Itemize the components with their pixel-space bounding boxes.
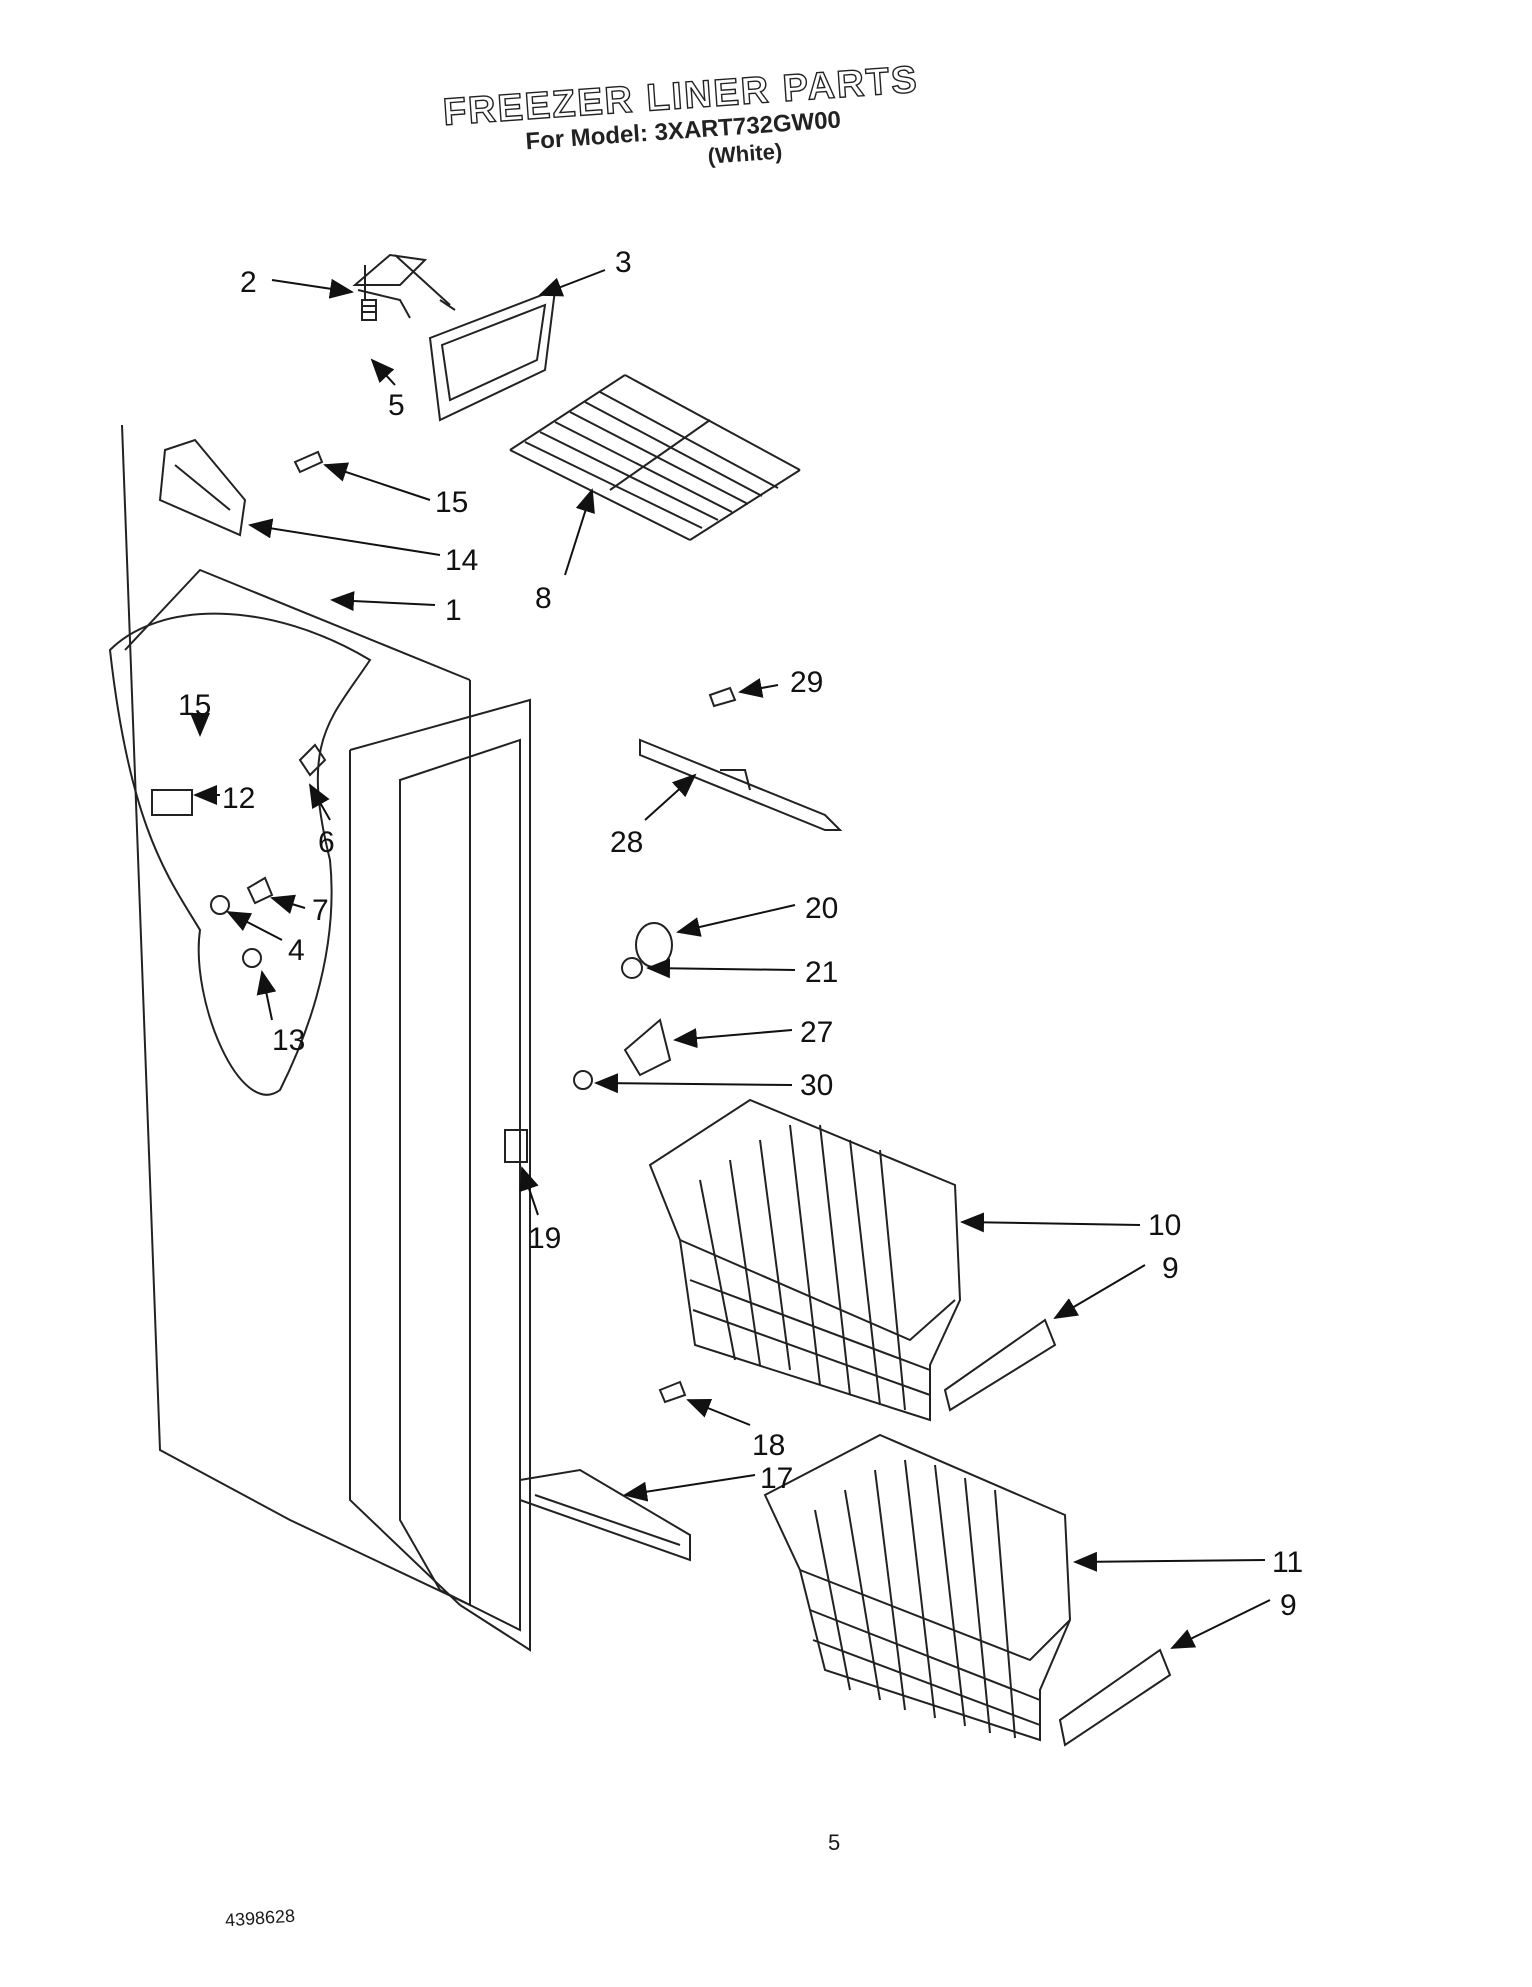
part-27-hinge-bracket: [623, 1018, 672, 1077]
part-9-lower-trim: [1058, 1648, 1172, 1747]
leader-3: [538, 269, 606, 297]
part-6-clip: [298, 743, 327, 777]
leader-30: [594, 1073, 793, 1094]
leader-1: [330, 591, 436, 612]
part-28-rail: [639, 738, 843, 831]
leader-19: [519, 1166, 539, 1216]
part-5-screw: [361, 299, 377, 321]
callout-3: 3: [615, 246, 632, 279]
callout-17: 17: [760, 1462, 793, 1495]
callout-6: 6: [318, 826, 335, 859]
callout-21: 21: [805, 956, 838, 989]
part-12-bracket: [151, 789, 193, 816]
callout-5: 5: [388, 389, 405, 422]
leader-17: [623, 1474, 756, 1502]
callout-7: 7: [312, 894, 329, 927]
leader-29: [738, 678, 779, 698]
callout-9-lower: 9: [1280, 1589, 1297, 1622]
leader-11: [1073, 1551, 1266, 1572]
part-30-screw: [573, 1070, 593, 1090]
part-17-grille: [519, 1468, 691, 1562]
leader-20: [676, 904, 796, 937]
part-18-screw: [658, 1380, 687, 1404]
callout-19: 19: [528, 1222, 561, 1255]
part-19-switch: [504, 1129, 528, 1163]
leader-28: [644, 773, 697, 821]
callout-30: 30: [800, 1069, 833, 1102]
leader-8: [564, 488, 595, 576]
callout-2: 2: [240, 266, 257, 299]
callout-18: 18: [752, 1429, 785, 1462]
part-11-basket: [763, 1433, 1072, 1742]
part-29-screw: [708, 686, 737, 708]
leader-7: [270, 894, 306, 914]
callout-9-upper: 9: [1162, 1252, 1179, 1285]
leader-4: [226, 911, 283, 941]
callout-15-lower: 15: [178, 689, 211, 722]
part-20-hinge-cover: [635, 922, 673, 968]
page-number: 5: [828, 1830, 841, 1855]
callout-1: 1: [445, 594, 462, 627]
leader-13: [256, 970, 277, 1021]
part-9-upper-trim: [943, 1318, 1057, 1412]
part-13-plug: [242, 948, 262, 968]
callout-27: 27: [800, 1016, 833, 1049]
part-7-clip: [246, 876, 274, 905]
leader-27: [673, 1028, 793, 1049]
callout-13: 13: [272, 1024, 305, 1057]
leader-9b: [1170, 1599, 1271, 1649]
leader-14: [248, 518, 441, 556]
callout-15: 15: [435, 486, 468, 519]
callout-10: 10: [1148, 1209, 1181, 1242]
part-4-screw: [210, 895, 230, 915]
callout-4: 4: [288, 934, 305, 967]
leader-18: [686, 1398, 751, 1426]
part-14-bracket: [158, 438, 247, 537]
part-15-upper-screw: [293, 450, 324, 474]
callout-20: 20: [805, 892, 838, 925]
part-3-lens: [428, 288, 557, 422]
callout-29: 29: [790, 666, 823, 699]
part-21-hinge-bushing: [621, 957, 643, 979]
callout-14: 14: [445, 544, 478, 577]
leader-10: [960, 1212, 1141, 1233]
part-1-liner: [108, 424, 531, 1652]
leader-5: [370, 358, 396, 386]
callout-28: 28: [610, 826, 643, 859]
part-10-basket: [648, 1098, 962, 1422]
part-2-bracket: [352, 253, 456, 319]
callout-12: 12: [222, 782, 255, 815]
callout-8: 8: [535, 582, 552, 615]
part-8-wire-shelf: [509, 374, 801, 541]
leader-21: [646, 958, 796, 979]
leader-15a: [323, 462, 431, 501]
leader-2: [271, 278, 354, 299]
leader-6: [309, 783, 331, 821]
leader-9a: [1053, 1264, 1146, 1320]
callout-11: 11: [1272, 1546, 1303, 1579]
